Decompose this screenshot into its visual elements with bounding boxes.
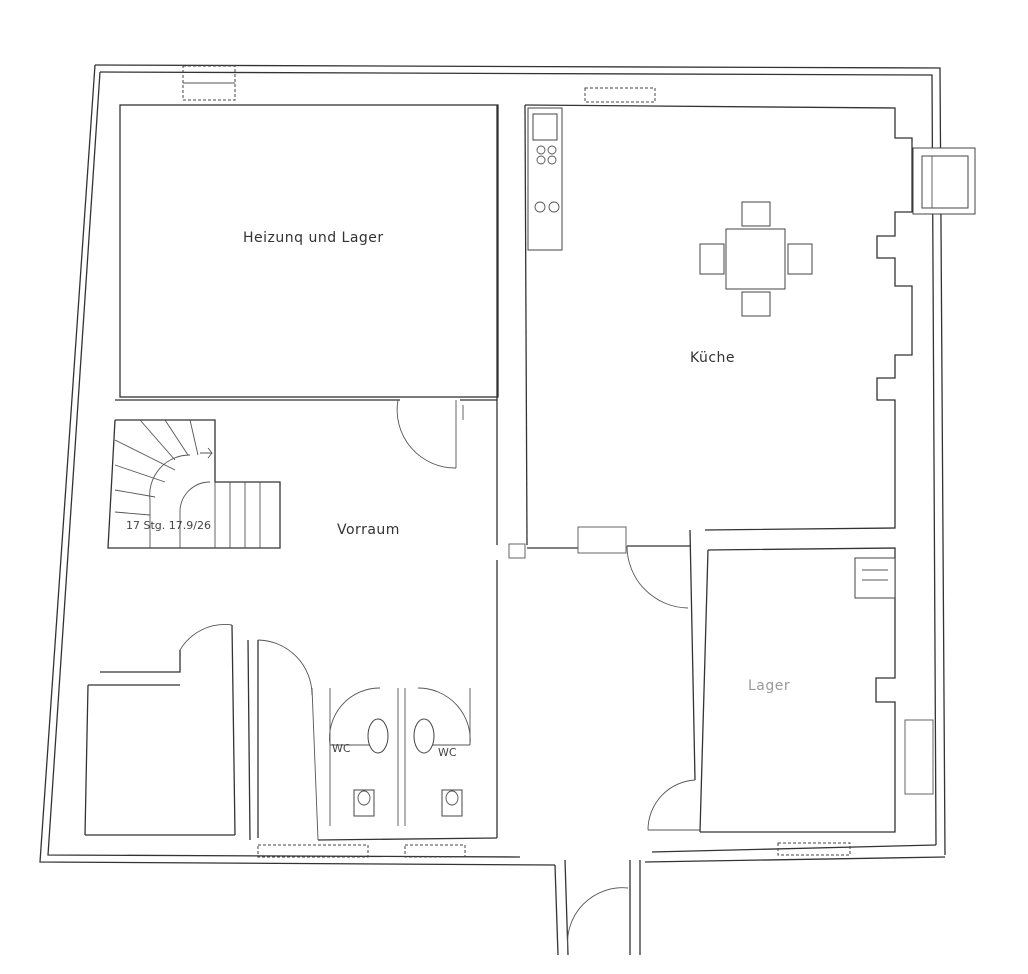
- entrance: [554, 859, 641, 956]
- room-kueche: [496, 104, 913, 609]
- label-vorraum: Vorraum: [337, 522, 400, 538]
- label-wc-right: WC: [438, 746, 457, 759]
- room-lager: [647, 529, 896, 833]
- label-lager: Lager: [748, 678, 790, 694]
- label-kueche: Küche: [690, 350, 735, 366]
- label-wc-left: WC: [332, 742, 351, 755]
- wc-area: [329, 687, 471, 826]
- windows: [182, 65, 976, 858]
- dining-table: [699, 201, 813, 317]
- staircase: [107, 419, 281, 549]
- kitchen-counter: [527, 107, 563, 251]
- label-stairs: 17 Stg. 17.9/26: [126, 519, 211, 532]
- room-heizung: [115, 104, 499, 469]
- label-heizung: Heizunq und Lager: [243, 230, 384, 246]
- room-vorraum: [84, 543, 526, 841]
- outer-walls: [39, 64, 946, 866]
